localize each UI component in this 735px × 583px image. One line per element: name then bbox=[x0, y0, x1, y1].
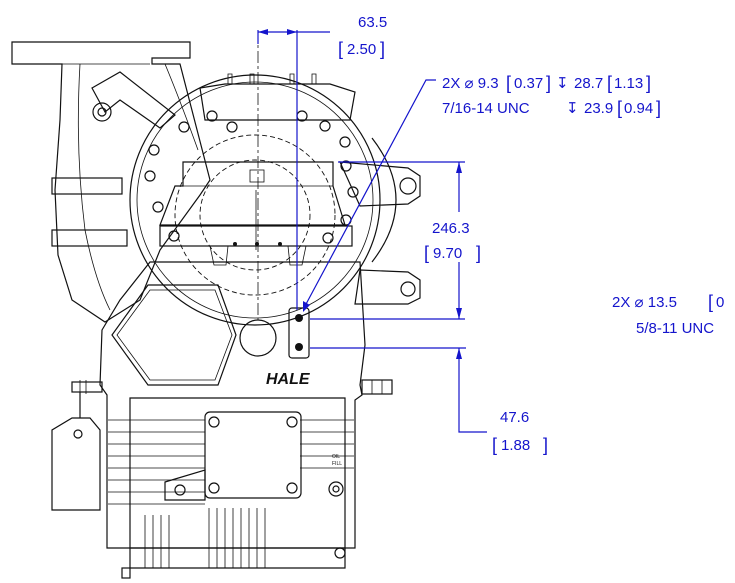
svg-text:]: ] bbox=[546, 73, 551, 93]
hole-a-depth-mm: 28.7 bbox=[574, 75, 603, 92]
hole-b-qty: 2X bbox=[612, 294, 630, 311]
callout-hole-b: 2X ⌀ 13.5 [ 0 5/8-11 UNC bbox=[612, 292, 724, 337]
dim-height-a-mm: 246.3 bbox=[432, 220, 470, 237]
svg-text:[: [ bbox=[708, 292, 713, 312]
svg-text:[: [ bbox=[617, 98, 622, 118]
hole-b-dia-in: 0 bbox=[716, 294, 724, 311]
callout-hole-a: 2X ⌀ 9.3 [ 0.37 ] ↧ 28.7 [ 1.13 ] 7/16-1… bbox=[303, 73, 661, 312]
dim-top-width-mm: 63.5 bbox=[358, 14, 387, 31]
hole-a-depth-in: 1.13 bbox=[614, 75, 643, 92]
oil-plate-line1: OIL bbox=[332, 454, 340, 460]
dim-height-b-mm: 47.6 bbox=[500, 409, 529, 426]
dim-height-a: 246.3 [ 9.70 ] bbox=[310, 161, 488, 320]
brand-mark: HALE bbox=[266, 371, 311, 388]
dim-top-width-in: 2.50 bbox=[347, 41, 376, 58]
oil-plate-line2: FILL bbox=[332, 461, 342, 467]
bottom-fins bbox=[144, 508, 266, 568]
dim-height-b: 47.6 [ 1.88 ] bbox=[310, 347, 548, 455]
hole-a-dia-in: 0.37 bbox=[514, 75, 543, 92]
hole-a-depth2-symbol: ↧ bbox=[566, 100, 579, 117]
hole-a-dia-mm: 9.3 bbox=[478, 75, 499, 92]
hole-b-thread: 5/8-11 UNC bbox=[636, 320, 714, 337]
cover-dots bbox=[233, 242, 282, 246]
hole-b-dia-symbol: ⌀ bbox=[635, 294, 644, 311]
pump-body-outline: HALE OIL FILL bbox=[11, 30, 421, 579]
dim-height-a-in: 9.70 bbox=[433, 245, 462, 262]
svg-text:2X ⌀ 13.5: 2X ⌀ 13.5 bbox=[612, 294, 677, 311]
flange-bolts bbox=[144, 110, 359, 244]
svg-text:]: ] bbox=[656, 98, 661, 118]
svg-text:2X ⌀ 9.3: 2X ⌀ 9.3 bbox=[442, 75, 499, 92]
svg-text:]: ] bbox=[543, 435, 548, 455]
svg-text:]: ] bbox=[646, 73, 651, 93]
dim-height-b-in: 1.88 bbox=[501, 437, 530, 454]
hole-a-thread: 7/16-14 UNC bbox=[442, 100, 530, 117]
svg-text:[: [ bbox=[424, 243, 429, 263]
svg-text:]: ] bbox=[380, 39, 385, 59]
hole-a-dia-symbol: ⌀ bbox=[465, 75, 474, 92]
hole-a-depth2-mm: 23.9 bbox=[584, 100, 613, 117]
svg-text:[: [ bbox=[338, 39, 343, 59]
hole-a-depth-symbol: ↧ bbox=[556, 75, 569, 92]
svg-text:[: [ bbox=[607, 73, 612, 93]
cooling-ribs bbox=[108, 419, 354, 505]
hole-b-dia-mm: 13.5 bbox=[648, 294, 677, 311]
dim-top-width: 63.5 [ 2.50 ] bbox=[257, 14, 387, 310]
svg-text:]: ] bbox=[476, 243, 481, 263]
hole-a-depth2-in: 0.94 bbox=[624, 100, 653, 117]
hole-a-qty: 2X bbox=[442, 75, 460, 92]
svg-text:[: [ bbox=[492, 435, 497, 455]
svg-text:[: [ bbox=[506, 73, 511, 93]
